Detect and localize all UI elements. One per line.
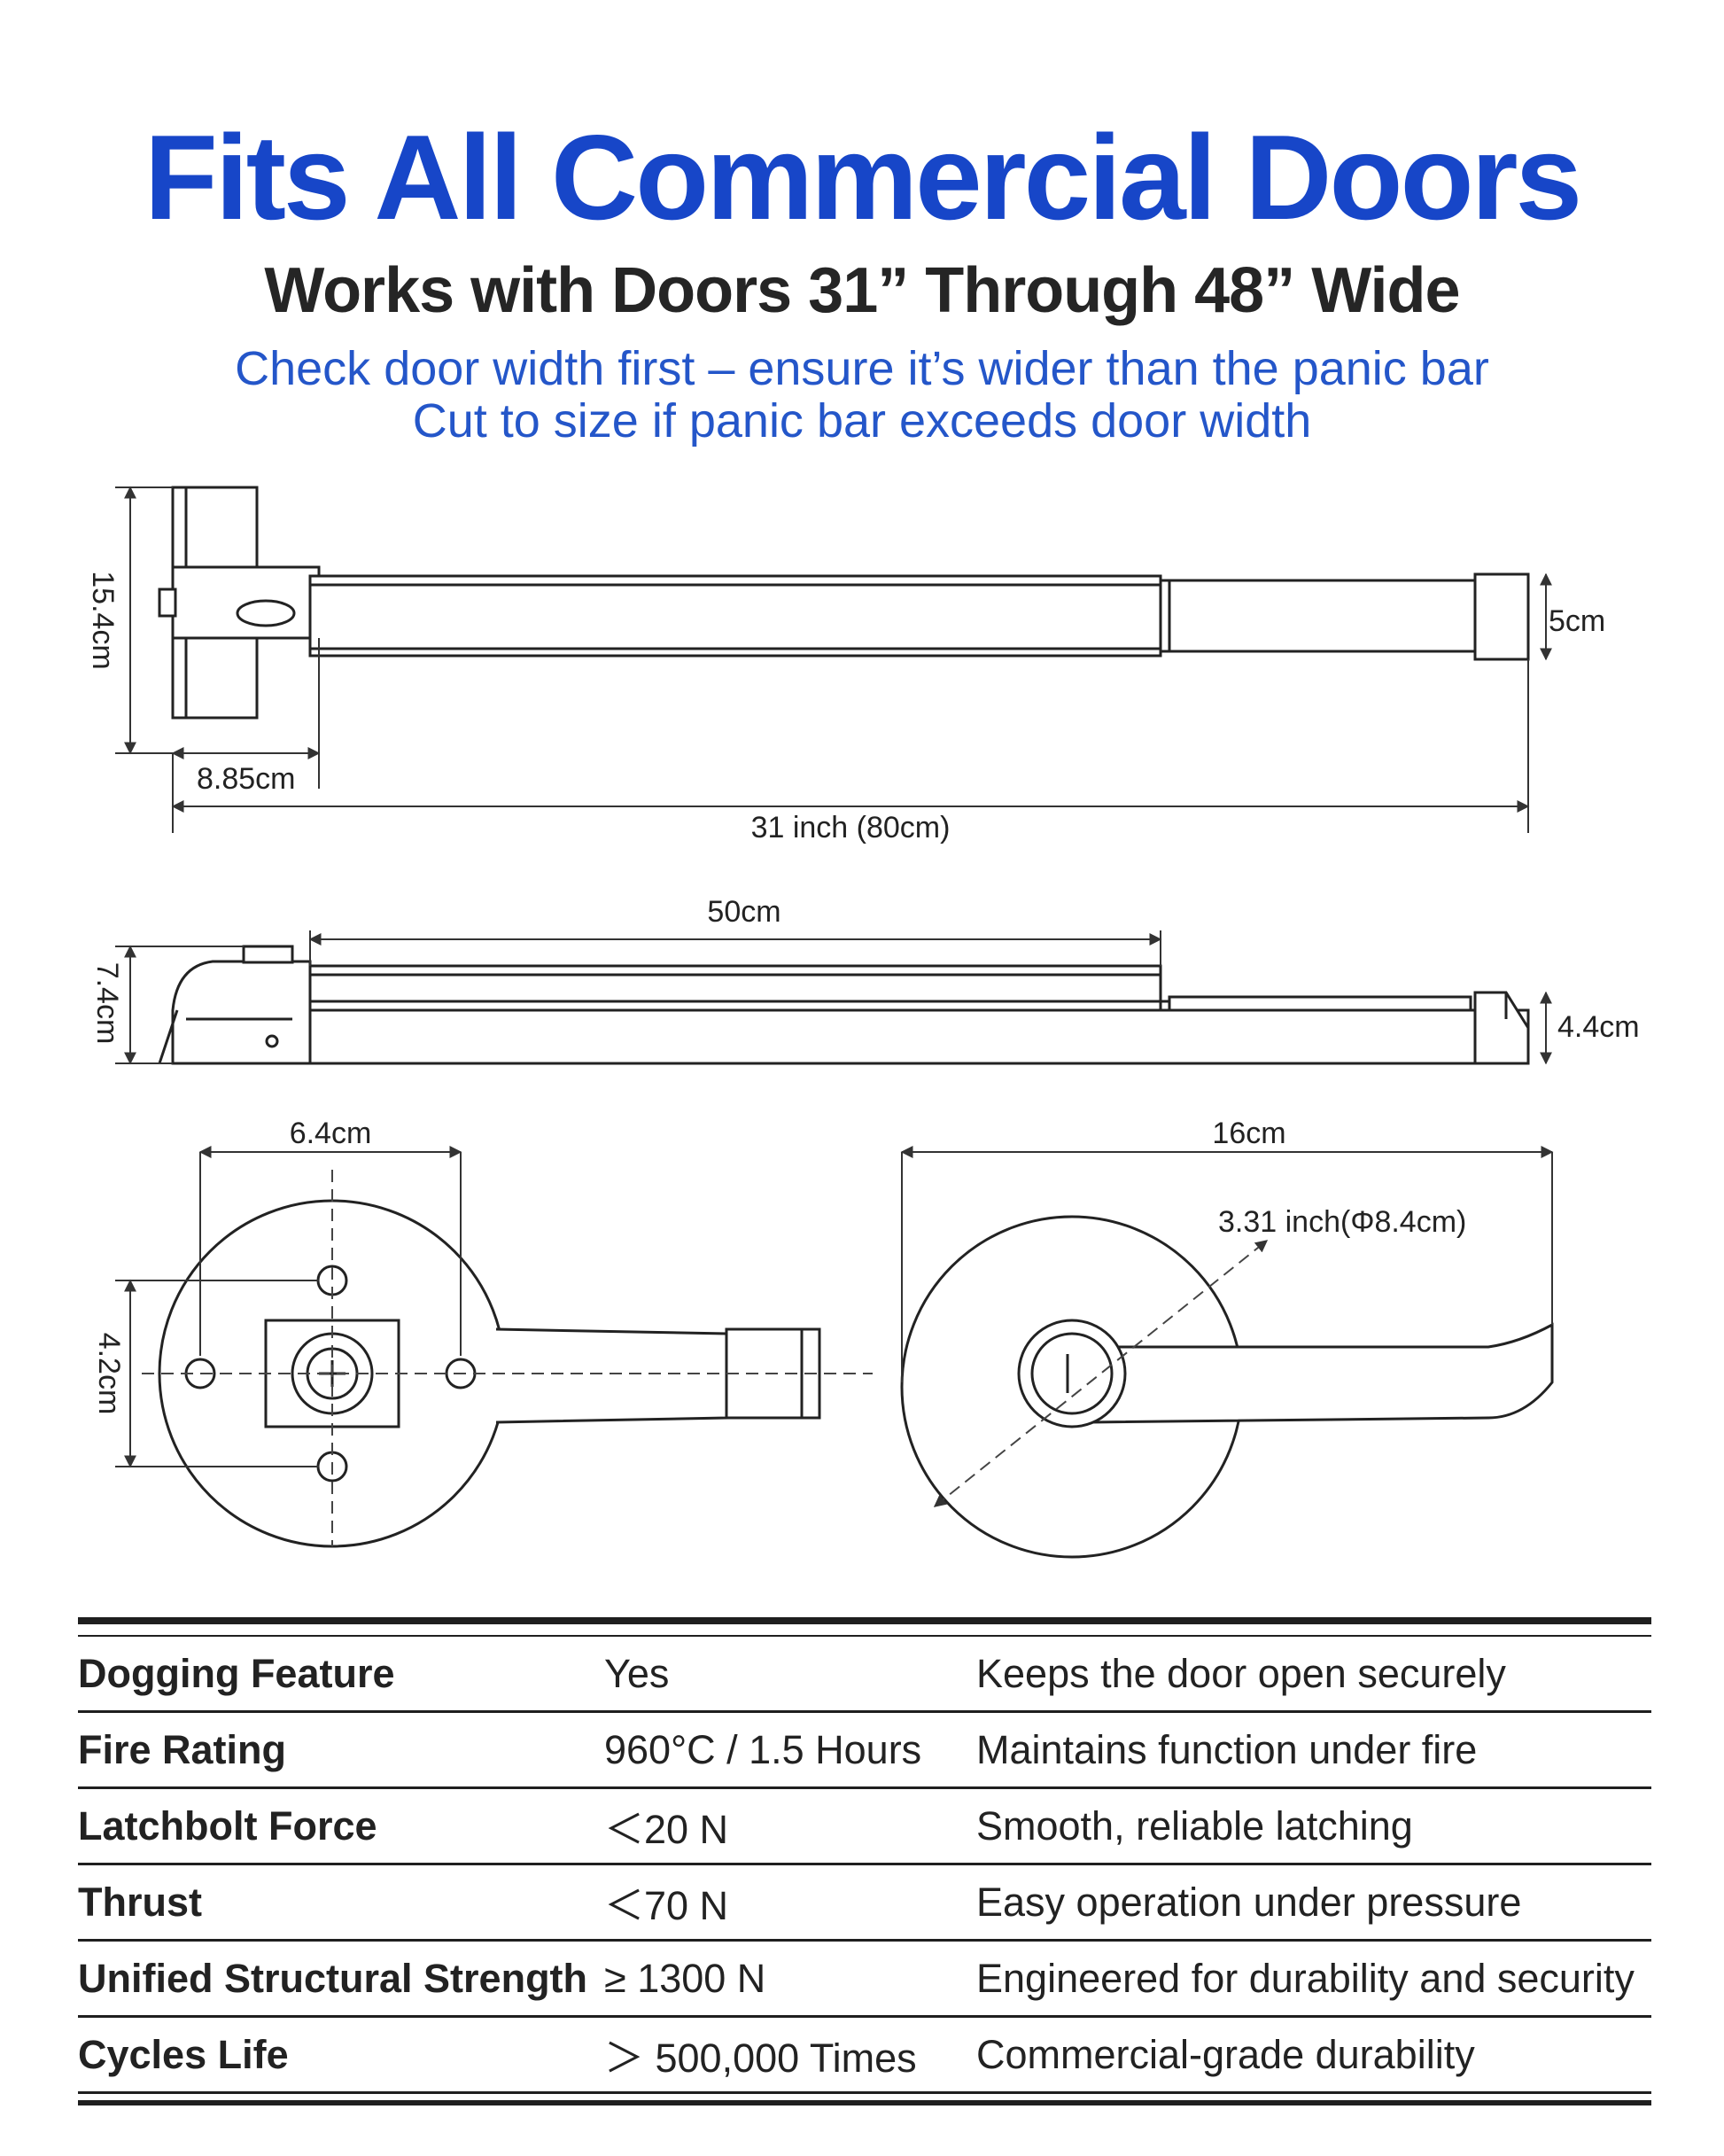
spec-desc: Maintains function under fire (976, 1711, 1651, 1789)
spec-value: ＞ 500,000 Times (604, 2016, 976, 2094)
dim-push-length: 50cm (707, 895, 780, 929)
page-subtitle: Works with Doors 31” Through 48” Wide (264, 255, 1460, 326)
spec-value: Yes (604, 1636, 976, 1713)
table-bottom-rule (78, 2100, 1651, 2105)
technical-drawing: 15.4cm 5cm 8.85cm 31 inch (80cm) 50cm 7.… (86, 486, 1640, 1559)
spec-value: 960°C / 1.5 Hours (604, 1711, 976, 1789)
spec-desc: Smooth, reliable latching (976, 1787, 1651, 1865)
dim-rose-height: 4.2cm (92, 1333, 126, 1415)
spec-label: Cycles Life (78, 2016, 604, 2094)
spec-label: Dogging Feature (78, 1636, 604, 1713)
side-view-drawing (158, 945, 1530, 1065)
spec-desc: Commercial-grade durability (976, 2016, 1651, 2094)
table-row: Cycles Life ＞ 500,000 Times Commercial-g… (78, 2016, 1651, 2094)
dim-end-height: 4.4cm (1557, 1010, 1640, 1044)
table-row: Latchbolt Force ＜20 N Smooth, reliable l… (78, 1787, 1651, 1865)
spec-value: ＜70 N (604, 1864, 976, 1942)
spec-value: ＜20 N (604, 1787, 976, 1865)
dim-rose-width: 6.4cm (290, 1117, 372, 1150)
dim-height-top: 15.4cm (86, 571, 120, 670)
table-row: Dogging Feature Yes Keeps the door open … (78, 1636, 1651, 1713)
dim-rose-diameter: 3.31 inch(Φ8.4cm) (1218, 1205, 1466, 1239)
spec-desc: Engineered for durability and security (976, 1940, 1651, 2018)
spec-label: Fire Rating (78, 1711, 604, 1789)
spec-value: ≥ 1300 N (604, 1940, 976, 2018)
table-row: Thrust ＜70 N Easy operation under pressu… (78, 1864, 1651, 1942)
note-line-1: Check door width first – ensure it’s wid… (235, 342, 1489, 395)
top-view-drawing (158, 486, 1530, 720)
spec-label: Thrust (78, 1864, 604, 1942)
dim-total-length: 31 inch (80cm) (751, 811, 951, 844)
spec-label: Unified Structural Strength (78, 1940, 604, 2018)
dim-lever-length: 16cm (1212, 1117, 1285, 1150)
page-title: Fits All Commercial Doors (144, 110, 1582, 245)
note-line-2: Cut to size if panic bar exceeds door wi… (412, 394, 1312, 448)
lever-trim-drawing (900, 1215, 1554, 1559)
spec-desc: Easy operation under pressure (976, 1864, 1651, 1942)
dim-side-height: 7.4cm (90, 962, 124, 1045)
spec-table: Dogging Feature Yes Keeps the door open … (78, 1617, 1651, 2094)
dim-base-width: 8.85cm (197, 762, 296, 796)
table-row: Fire Rating 960°C / 1.5 Hours Maintains … (78, 1711, 1651, 1789)
rose-front-drawing (158, 1199, 821, 1548)
spec-label: Latchbolt Force (78, 1787, 604, 1865)
table-row: Unified Structural Strength ≥ 1300 N Eng… (78, 1940, 1651, 2018)
dim-bar-height: 5cm (1549, 604, 1605, 638)
spec-desc: Keeps the door open securely (976, 1636, 1651, 1713)
